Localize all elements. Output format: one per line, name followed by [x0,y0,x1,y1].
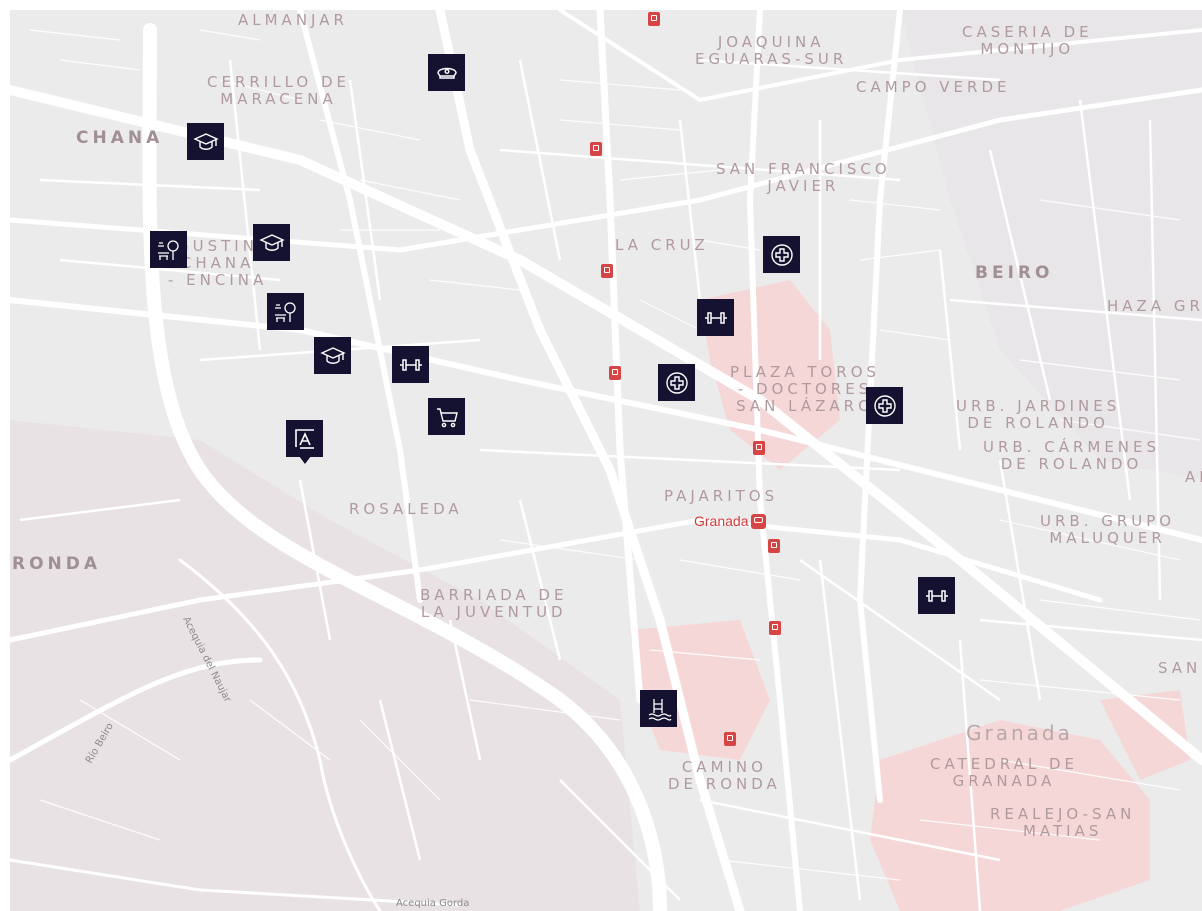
area-label-campo-verde: CAMPO VERDE [856,78,1011,96]
shopping-cart-icon [436,407,458,427]
area-label-catedral-de-granada: CATEDRAL DE GRANADA [930,755,1078,790]
area-label-al-edge: AL [1185,468,1202,486]
area-label-ronda: RONDA [12,554,102,574]
location-marker-icon [294,428,314,449]
area-label-camino-de-ronda: CAMINO DE RONDA [668,758,781,793]
area-label-agustina-chana-encina: AGUSTINA CHANA - ENCINA [163,237,273,289]
poi-police[interactable] [428,54,465,91]
medical-cross-icon [770,243,793,266]
area-label-caseria-de-montijo: CASERIA DE MONTIJO [962,23,1093,58]
area-label-san-francisco-javier: SAN FRANCISCO JAVIER [716,160,891,195]
area-label-joaquina-eguaras-sur: JOAQUINA EGUARAS-SUR [695,33,848,68]
transit-stop-icon[interactable] [768,539,780,553]
poi-school-3[interactable] [314,337,351,374]
poi-location-marker[interactable] [286,420,323,464]
poi-gym-1[interactable] [392,346,429,383]
police-cap-icon [436,67,457,79]
poi-health-1[interactable] [763,236,800,273]
graduation-cap-icon [319,346,346,364]
area-label-beiro: BEIRO [975,263,1054,283]
swimming-pool-icon [648,698,672,721]
medical-cross-icon [665,371,688,394]
area-label-chana: CHANA [76,128,164,148]
transit-stop-icon[interactable] [590,142,602,156]
dumbbell-icon [925,589,948,602]
poi-pool[interactable] [640,690,677,727]
park-icon [274,301,296,322]
transit-stop-icon[interactable] [724,732,736,746]
area-label-plaza-toros-doctores: PLAZA TOROS - DOCTORES SAN LÁZARO [730,363,881,415]
area-label-san-edge: SAN [1158,659,1202,677]
area-label-almanjar: ALMANJAR [238,11,348,29]
transit-stop-icon[interactable] [601,264,613,278]
area-label-cerrillo-de-maracena: CERRILLO DE MARACENA [207,73,351,108]
dumbbell-icon [704,311,727,324]
poi-gym-3[interactable] [918,577,955,614]
city-label-granada: Granada [966,721,1073,745]
area-label-urb-carmenes-de-rolando: URB. CÁRMENES DE ROLANDO [983,438,1161,473]
train-station-granada[interactable]: Granada [694,513,767,529]
transit-stop-icon[interactable] [609,366,621,380]
road-label-acequia-gorda: Acequia Gorda [396,898,470,909]
train-icon [751,513,767,529]
area-label-haza-grande: HAZA GR [1107,297,1202,315]
area-label-rosaleda: ROSALEDA [349,500,463,518]
poi-shop[interactable] [428,398,465,435]
transit-stop-icon[interactable] [769,621,781,635]
poi-gym-2[interactable] [697,299,734,336]
train-station-label: Granada [694,513,749,529]
poi-park-2[interactable] [267,293,304,330]
area-label-barriada-de-la-juventud: BARRIADA DE LA JUVENTUD [420,586,568,621]
area-label-pajaritos: PAJARITOS [664,487,779,505]
poi-health-2[interactable] [658,364,695,401]
area-label-la-cruz: LA CRUZ [615,236,709,254]
dumbbell-icon [399,358,422,371]
poi-park-1[interactable] [150,231,187,268]
poi-health-3[interactable] [866,387,903,424]
park-icon [157,239,179,260]
poi-school-1[interactable] [187,123,224,160]
transit-stop-icon[interactable] [753,441,765,455]
area-label-urb-jardines-de-rolando: URB. JARDINES DE ROLANDO [956,397,1121,432]
transit-stop-icon[interactable] [648,12,660,26]
poi-school-2[interactable] [253,224,290,261]
area-label-urb-grupo-maluquer: URB. GRUPO MALUQUER [1040,512,1176,547]
medical-cross-icon [873,394,896,417]
graduation-cap-icon [192,132,219,150]
graduation-cap-icon [258,233,285,251]
area-label-realejo-san-matias: REALEJO-SAN MATIAS [990,805,1136,840]
